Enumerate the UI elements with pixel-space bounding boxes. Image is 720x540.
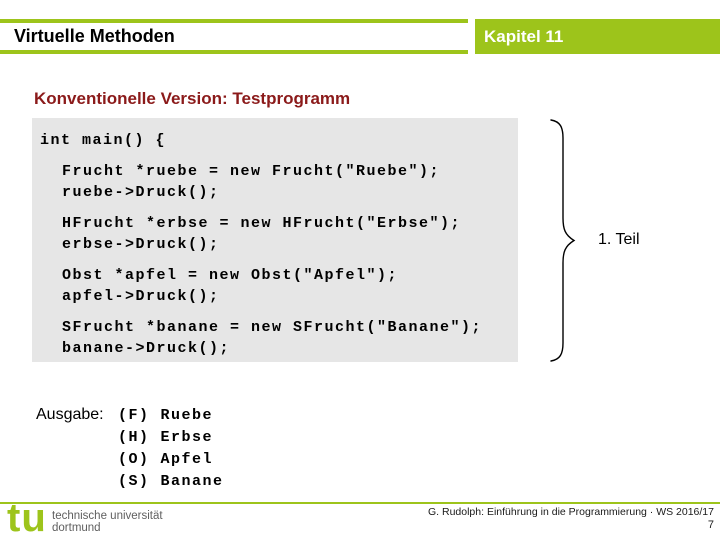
slide-title: Virtuelle Methoden [14,26,175,46]
footer-credit: G. Rudolph: Einführung in die Programmie… [428,506,714,518]
university-name-line2: dortmund [52,522,101,534]
output-label: Ausgabe: [36,406,104,423]
code-line: erbse->Druck(); [62,236,220,253]
output-line: (S) Banane [118,471,224,493]
code-line: Obst *apfel = new Obst("Apfel"); [62,267,399,284]
code-block: int main() { Frucht *ruebe = new Frucht(… [32,118,518,362]
code-line: int main() { [40,132,167,149]
code-line: banane->Druck(); [62,340,231,357]
output-value: Ruebe [160,407,214,424]
header-top-rule [0,19,468,23]
output-value: Banane [160,473,224,490]
curly-brace-icon [550,119,576,362]
output-line: (F) Ruebe [118,405,224,427]
output-tag: (O) [118,451,150,468]
output-list: (F) Ruebe (H) Erbse (O) Apfel (S) Banane [118,405,224,493]
code-line: SFrucht *banane = new SFrucht("Banane"); [62,319,483,336]
output-line: (O) Apfel [118,449,224,471]
code-line: Frucht *ruebe = new Frucht("Ruebe"); [62,163,441,180]
output-value: Erbse [160,429,214,446]
code-line: apfel->Druck(); [62,288,220,305]
output-value: Apfel [160,451,214,468]
tu-dortmund-logo: tu [7,496,47,540]
page-number: 7 [707,519,714,531]
footer-rule [0,502,720,504]
output-tag: (F) [118,407,150,424]
university-name-line1: technische universität [52,510,163,522]
part-annotation: 1. Teil [598,231,640,248]
output-tag: (S) [118,473,150,490]
section-subtitle: Konventionelle Version: Testprogramm [34,89,351,108]
code-line: ruebe->Druck(); [62,184,220,201]
output-line: (H) Erbse [118,427,224,449]
header-bottom-rule [0,50,468,54]
university-name: technische universität dortmund [52,510,163,534]
chapter-badge-label: Kapitel 11 [484,26,564,46]
output-tag: (H) [118,429,150,446]
code-line: HFrucht *erbse = new HFrucht("Erbse"); [62,215,462,232]
chapter-badge: Kapitel 11 [475,19,720,54]
